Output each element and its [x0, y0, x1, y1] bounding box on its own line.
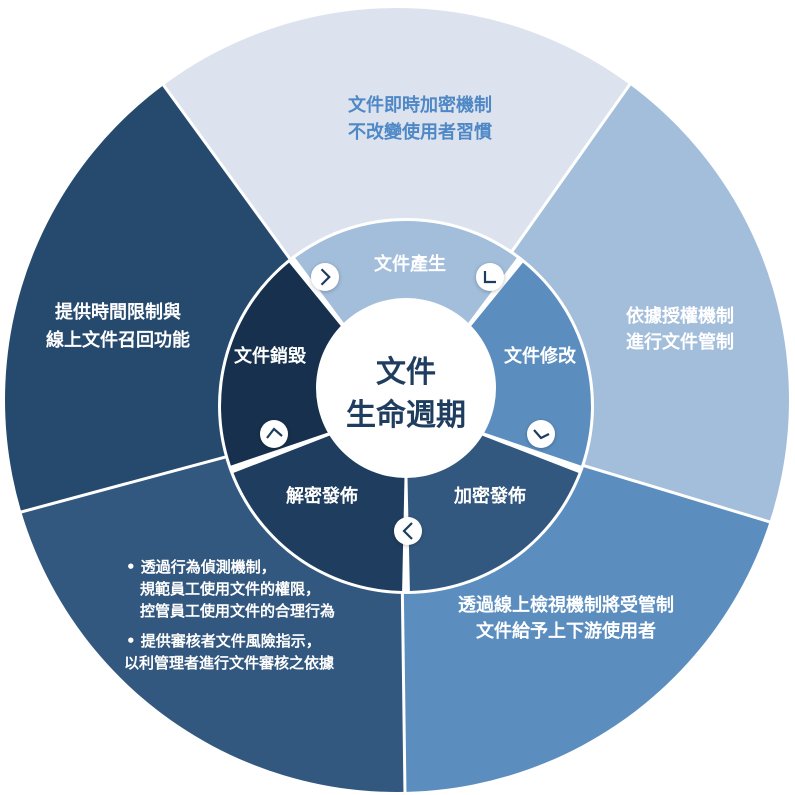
- chevron-down-right-icon: [476, 263, 504, 291]
- chevron-right-icon: [311, 263, 339, 291]
- chevron-down-left-icon: [527, 420, 555, 448]
- outer-left-line2: 線上文件召回功能: [46, 329, 190, 351]
- outer-bottom-left-bullet1-line1: • 透過行為偵測機制，: [126, 558, 276, 576]
- center-circle: [316, 298, 496, 478]
- outer-bottom-left-bullet2-line1: • 提供審核者文件風險指示，: [126, 632, 321, 650]
- chevron-up-left-icon: [260, 420, 288, 448]
- stage-create-label: 文件產生: [374, 253, 446, 275]
- stage-destroy-label: 文件銷毀: [234, 345, 307, 367]
- outer-left-line1: 提供時間限制與: [55, 301, 181, 323]
- outer-bottom-left-bullet1-line3: 控管員工使用文件的合理行為: [140, 602, 335, 620]
- outer-bottom-right-line2: 文件給予上下游使用者: [476, 620, 656, 642]
- outer-sector-top: [135, 8, 640, 410]
- center-title-line2: 生命週期: [346, 398, 466, 433]
- outer-bottom-left-bullet2-line2: 以利管理者進行文件審核之依據: [124, 654, 335, 672]
- outer-right-line1: 依據授權機制: [626, 305, 734, 327]
- outer-right-line2: 進行文件管制: [626, 331, 734, 353]
- center-title-line1: 文件: [376, 355, 436, 390]
- stage-decrypt-publish-label: 解密發佈: [286, 485, 358, 507]
- chevron-left-icon: [394, 517, 422, 545]
- stage-encrypt-publish-label: 加密發佈: [453, 485, 526, 507]
- outer-bottom-right-line1: 透過線上檢視機制將受管制: [458, 594, 674, 616]
- outer-top-line2: 不改變使用者習慣: [348, 121, 492, 143]
- stage-modify-label: 文件修改: [504, 345, 577, 367]
- outer-bottom-left-bullet1-line2: 規範員工使用文件的權限，: [140, 580, 320, 598]
- outer-top-line1: 文件即時加密機制: [348, 94, 492, 116]
